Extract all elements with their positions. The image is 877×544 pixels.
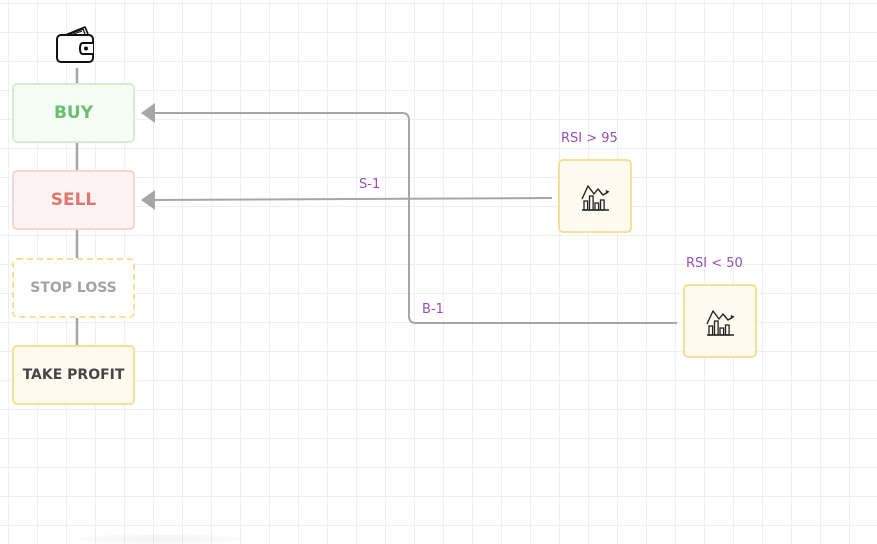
wallet-icon[interactable] [54,24,96,66]
indicator-condition-label: RSI > 95 [561,131,618,146]
edge-sell-wire[interactable] [153,197,553,201]
edge-buy-wire[interactable] [154,112,677,324]
chart-icon [581,185,610,211]
chart-icon [706,310,735,336]
stop-loss-node[interactable]: STOP LOSS [12,258,135,318]
buy-node[interactable]: BUY [12,83,135,143]
indicator-node[interactable] [683,284,757,358]
edge-buy-label: B-1 [422,302,444,317]
take-profit-node[interactable]: TAKE PROFIT [12,345,135,405]
edge-sell-label: S-1 [359,177,381,192]
indicator-condition-label: RSI < 50 [686,256,743,271]
edge-buy-arrowhead [141,103,155,123]
edge-sell-arrowhead [141,190,155,210]
indicator-node[interactable] [558,159,632,233]
scroll-shadow [80,534,240,544]
sell-node[interactable]: SELL [12,170,135,230]
